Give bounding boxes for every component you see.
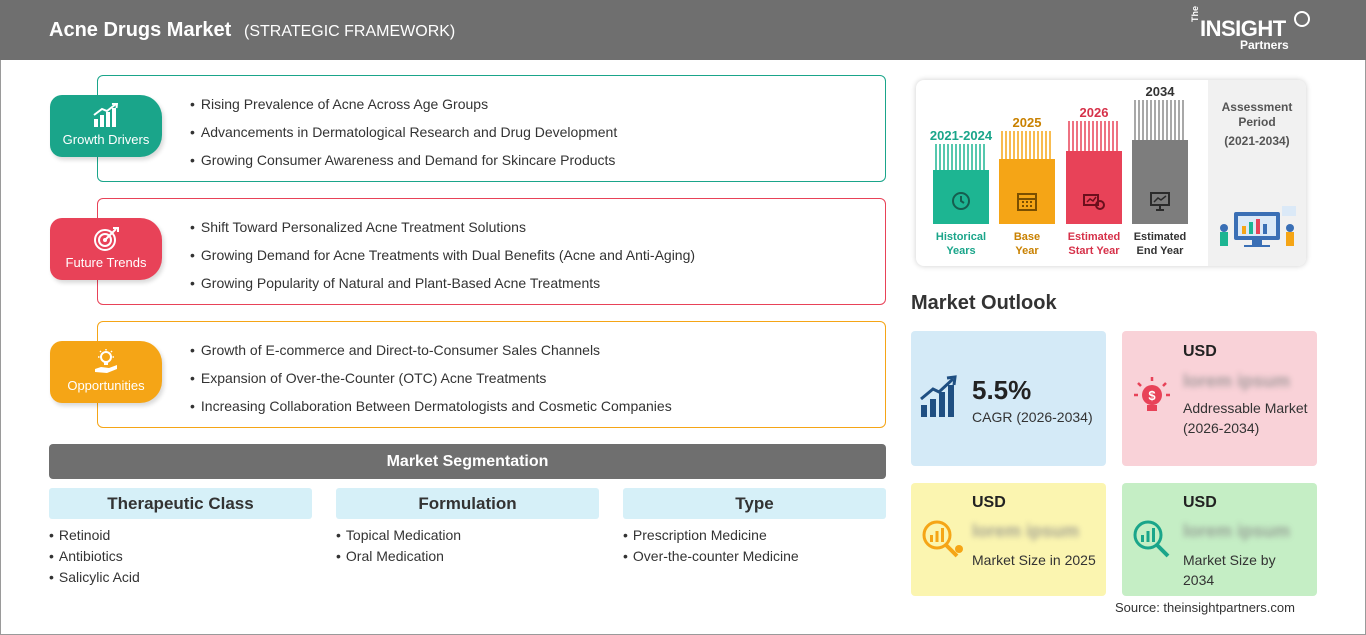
growth-chart-icon <box>93 103 119 127</box>
presentation-icon <box>1150 192 1170 211</box>
list-item: Growing Consumer Awareness and Demand fo… <box>190 150 617 178</box>
segment-type: Type Prescription Medicine Over-the-coun… <box>623 488 886 567</box>
logo-insight-text: INSIGHT <box>1200 16 1286 41</box>
timeline-year: 2034 <box>1145 84 1175 99</box>
start-bar <box>1066 151 1122 224</box>
analytics-illustration-icon <box>1220 206 1296 247</box>
history-icon <box>952 192 970 210</box>
assessment-years: (2021-2034) <box>1224 134 1290 148</box>
size2034-label: Market Size by 2034 <box>1183 552 1276 588</box>
size2034-currency: USD <box>1183 494 1217 511</box>
size2034-value: lorem ipsum <box>1183 521 1291 541</box>
opportunities-label: Opportunities <box>67 378 145 393</box>
assessment-label: Assessment Period <box>1221 100 1293 129</box>
growth-drivers-list: Rising Prevalence of Acne Across Age Gro… <box>190 94 617 178</box>
base-stripes <box>1001 131 1051 159</box>
growth-drivers-badge: Growth Drivers <box>50 95 162 157</box>
logo-the-text: The <box>1190 5 1200 22</box>
addressable-market-card: $ USD lorem ipsum Addressable Market (20… <box>1122 331 1317 466</box>
segment-item: Antibiotics <box>49 546 312 567</box>
segment-header: Formulation <box>336 488 599 519</box>
segment-header: Type <box>623 488 886 519</box>
target-icon <box>94 227 119 251</box>
page-subtitle: (STRATEGIC FRAMEWORK) <box>244 23 456 40</box>
list-item: Advancements in Dermatological Research … <box>190 122 617 150</box>
header-bar: Acne Drugs Market (STRATEGIC FRAMEWORK) … <box>0 0 1366 60</box>
list-item: Rising Prevalence of Acne Across Age Gro… <box>190 94 617 122</box>
opportunities-badge: Opportunities <box>50 341 162 403</box>
growth-drivers-box: Rising Prevalence of Acne Across Age Gro… <box>97 75 886 182</box>
segment-item: Prescription Medicine <box>623 525 886 546</box>
end-stripes <box>1134 100 1184 140</box>
source-text[interactable]: Source: theinsightpartners.com <box>1115 600 1295 615</box>
timeline-year: 2026 <box>1079 105 1109 120</box>
cagr-value: 5.5% <box>972 375 1032 405</box>
start-stripes <box>1068 121 1118 151</box>
cagr-card: 5.5% CAGR (2026-2034) <box>911 331 1106 466</box>
list-item: Increasing Collaboration Between Dermato… <box>190 396 672 424</box>
market-segmentation-heading: Market Segmentation <box>49 444 886 479</box>
timeline-year: 2021-2024 <box>929 128 993 143</box>
future-trends-list: Shift Toward Personalized Acne Treatment… <box>190 217 695 301</box>
logo-ring-icon <box>1294 11 1310 27</box>
size2025-value: lorem ipsum <box>972 521 1080 541</box>
future-trends-box: Shift Toward Personalized Acne Treatment… <box>97 198 886 305</box>
growth-bars-icon <box>920 375 957 417</box>
addressable-currency: USD <box>1183 343 1217 360</box>
logo-partners-text: Partners <box>1240 38 1289 52</box>
opportunities-box: Growth of E-commerce and Direct-to-Consu… <box>97 321 886 428</box>
addressable-value: lorem ipsum <box>1183 371 1291 391</box>
opportunities-list: Growth of E-commerce and Direct-to-Consu… <box>190 340 672 424</box>
segment-therapeutic-class: Therapeutic Class Retinoid Antibiotics S… <box>49 488 312 588</box>
segment-header: Therapeutic Class <box>49 488 312 519</box>
base-bar <box>999 159 1055 224</box>
segment-item: Topical Medication <box>336 525 599 546</box>
list-item: Growing Popularity of Natural and Plant-… <box>190 273 695 301</box>
timeline-year: 2025 <box>1012 115 1042 130</box>
segment-formulation: Formulation Topical Medication Oral Medi… <box>336 488 599 567</box>
list-item: Growing Demand for Acne Treatments with … <box>190 245 695 273</box>
assessment-period: Assessment Period (2021-2034) <box>1212 100 1302 149</box>
segment-item: Over-the-counter Medicine <box>623 546 886 567</box>
magnifier-chart-icon <box>922 520 963 558</box>
segment-item: Oral Medication <box>336 546 599 567</box>
list-item: Shift Toward Personalized Acne Treatment… <box>190 217 695 245</box>
segment-item: Salicylic Acid <box>49 567 312 588</box>
market-outlook-title: Market Outlook <box>911 292 1057 314</box>
size2025-label: Market Size in 2025 <box>972 552 1096 568</box>
list-item: Growth of E-commerce and Direct-to-Consu… <box>190 340 672 368</box>
size2025-currency: USD <box>972 494 1006 511</box>
segment-item: Retinoid <box>49 525 312 546</box>
future-trends-label: Future Trends <box>65 255 147 270</box>
svg-text:$: $ <box>1148 388 1156 403</box>
page-title: Acne Drugs Market <box>49 19 232 41</box>
money-bulb-icon: $ <box>1134 377 1170 411</box>
market-size-2025-card: USD lorem ipsum Market Size in 2025 <box>911 483 1106 596</box>
historical-stripes <box>935 144 985 170</box>
future-trends-badge: Future Trends <box>50 218 162 280</box>
growth-drivers-label: Growth Drivers <box>62 132 150 147</box>
addressable-label: Addressable Market (2026-2034) <box>1183 400 1308 436</box>
magnifier-growth-icon <box>1133 520 1170 558</box>
list-item: Expansion of Over-the-Counter (OTC) Acne… <box>190 368 672 396</box>
calendar-icon <box>1017 193 1037 211</box>
market-size-2034-card: USD lorem ipsum Market Size by 2034 <box>1122 483 1317 596</box>
idea-hand-icon <box>95 349 117 373</box>
forecast-icon <box>1083 194 1105 210</box>
cagr-label: CAGR (2026-2034) <box>972 409 1093 425</box>
insight-partners-logo[interactable]: The INSIGHT Partners <box>1188 5 1318 54</box>
